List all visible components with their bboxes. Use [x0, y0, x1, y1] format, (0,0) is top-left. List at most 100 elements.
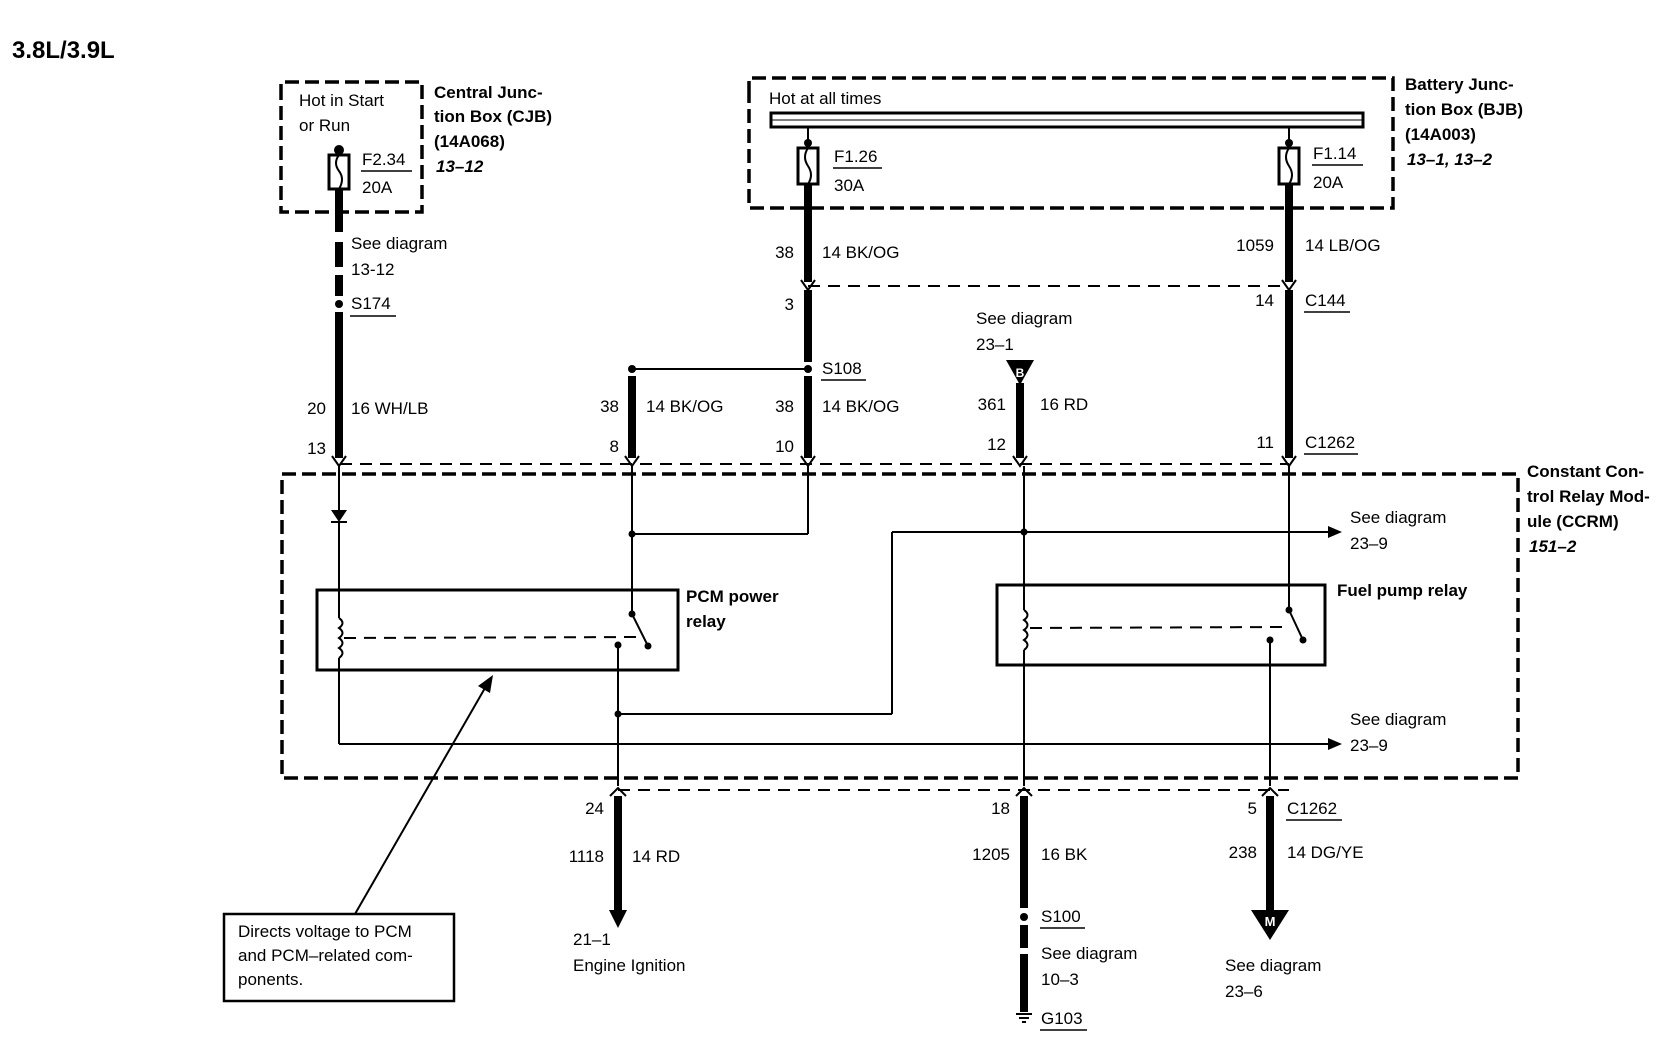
arrow-right-icon — [1328, 738, 1342, 750]
bjb-part: (14A003) — [1405, 125, 1476, 144]
wire-gauge: 14 BK/OG — [646, 397, 723, 416]
circuit-number: 38 — [775, 397, 794, 416]
circuit-number: 1059 — [1236, 236, 1274, 255]
circuit-number: 20 — [307, 399, 326, 418]
destination-label: Engine Ignition — [573, 956, 685, 975]
circuit-38-branch: 38 14 BK/OG 8 — [600, 365, 808, 468]
diagram-title: 3.8L/3.9L — [12, 37, 115, 64]
ccrm-boundary — [280, 472, 1520, 780]
wire-gauge: 14 BK/OG — [822, 397, 899, 416]
fuse-f1-14-rating: 20A — [1313, 173, 1344, 192]
see-diagram-ref: 10–3 — [1041, 970, 1079, 989]
circuit-number: 238 — [1229, 843, 1257, 862]
see-diagram-label: See diagram — [1350, 710, 1446, 729]
bjb-note: Hot at all times — [769, 89, 881, 108]
pin-number: 8 — [610, 437, 619, 456]
pin-number: 14 — [1255, 291, 1274, 310]
see-diagram-ref: 23–6 — [1225, 982, 1263, 1001]
see-diagram-label: See diagram — [1350, 508, 1446, 527]
connector-c1262: C1262 — [1287, 799, 1337, 818]
circuit-number: 361 — [978, 395, 1006, 414]
see-diagram-label: See diagram — [351, 234, 447, 253]
bjb-ref: 13–1, 13–2 — [1407, 150, 1493, 169]
pin-number: 12 — [987, 435, 1006, 454]
destination-ref: 21–1 — [573, 930, 611, 949]
fuse-f1-26-rating: 30A — [834, 176, 865, 195]
fuel-pump-relay-coil-icon — [1022, 609, 1029, 651]
cjb-ref: 13–12 — [436, 157, 484, 176]
marker-b-label: B — [1016, 366, 1025, 380]
pcm-relay-label2: relay — [686, 612, 726, 631]
circuit-number: 1118 — [569, 847, 604, 866]
wire-gauge: 14 RD — [632, 847, 680, 866]
circuit-1059: 1059 14 LB/OG 14 C144 11 C1262 — [1236, 184, 1381, 468]
pin-number: 10 — [775, 437, 794, 456]
pin-number: 18 — [991, 799, 1010, 818]
cjb-note2: or Run — [299, 116, 350, 135]
splice-s174: S174 — [351, 294, 391, 313]
diode-icon — [331, 510, 347, 522]
circuit-1118: 24 1118 14 RD 21–1 Engine Ignition — [569, 786, 685, 975]
pin-number: 11 — [1256, 433, 1274, 452]
connector-m-marker-icon — [1251, 910, 1289, 940]
splice-s174-dot — [335, 300, 343, 308]
central-junction-box: Hot in Start or Run Central Junc- tion B… — [279, 80, 552, 214]
fuel-pump-relay — [995, 583, 1327, 667]
ccrm-name: Constant Con- — [1527, 462, 1644, 481]
see-diagram-label: See diagram — [1225, 956, 1321, 975]
wire-gauge: 16 WH/LB — [351, 399, 428, 418]
cjb-name: Central Junc- — [434, 83, 543, 102]
circuit-20: See diagram 13-12 S174 20 16 WH/LB 13 — [307, 189, 447, 468]
splice-s100-dot — [1020, 913, 1028, 921]
bjb-name2: tion Box (BJB) — [1405, 100, 1523, 119]
pcm-power-relay — [315, 588, 680, 672]
cjb-name2: tion Box (CJB) — [434, 107, 552, 126]
pcm-relay-switch-icon — [631, 613, 649, 647]
bjb-name: Battery Junc- — [1405, 75, 1514, 94]
see-diagram-label: See diagram — [1041, 944, 1137, 963]
connector-b-marker-icon — [1006, 360, 1034, 385]
marker-m-label: M — [1265, 914, 1276, 929]
ground-g103: G103 — [1041, 1009, 1083, 1028]
ccrm-internal-wiring: PCM power relay Fuel pump relay See diag… — [315, 466, 1468, 786]
wire-gauge: 14 DG/YE — [1287, 843, 1364, 862]
connector-c1262: C1262 — [1305, 433, 1355, 452]
wire-gauge: 16 RD — [1040, 395, 1088, 414]
cjb-part: (14A068) — [434, 132, 505, 151]
battery-junction-box: Hot at all times Battery Junc- tion Box … — [747, 75, 1523, 210]
callout-line2: and PCM–related com- — [238, 946, 413, 965]
circuit-number: 38 — [775, 243, 794, 262]
pcm-relay-label: PCM power — [686, 587, 779, 606]
pcm-relay-coil-icon — [337, 617, 344, 659]
pin-number: 3 — [785, 295, 794, 314]
wire-gauge: 16 BK — [1041, 845, 1088, 864]
circuit-238: M 5 C1262 238 14 DG/YE See diagram 23–6 — [1225, 786, 1364, 1001]
wire-gauge: 14 BK/OG — [822, 243, 899, 262]
circuit-38-main: 38 14 BK/OG 3 S108 38 14 BK/OG 10 — [775, 184, 899, 468]
circuit-number: 38 — [600, 397, 619, 416]
splice-s100: S100 — [1041, 907, 1081, 926]
ccrm-ref: 151–2 — [1529, 537, 1577, 556]
bjb-boundary — [747, 76, 1395, 210]
circuit-361: See diagram 23–1 B 361 16 RD 12 — [976, 309, 1088, 468]
ccrm-module: Constant Con- trol Relay Mod- ule (CCRM)… — [280, 462, 1650, 780]
arrow-down-icon — [609, 910, 627, 928]
pin-number: 5 — [1248, 799, 1257, 818]
see-diagram-ref: 13-12 — [351, 260, 394, 279]
callout-arrow-icon — [478, 675, 493, 693]
wire-gauge: 14 LB/OG — [1305, 236, 1381, 255]
callout-line1: Directs voltage to PCM — [238, 922, 412, 941]
ccrm-name3: ule (CCRM) — [1527, 512, 1619, 531]
see-diagram-ref: 23–9 — [1350, 736, 1388, 755]
pin-number: 13 — [307, 439, 326, 458]
circuit-1205: 18 1205 16 BK S100 See diagram 10–3 G103 — [972, 786, 1137, 1031]
see-diagram-ref: 23–1 — [976, 335, 1014, 354]
cjb-boundary — [279, 80, 424, 214]
circuit-number: 1205 — [972, 845, 1010, 864]
callout-line3: ponents. — [238, 970, 303, 989]
see-diagram-ref: 23–9 — [1350, 534, 1388, 553]
fuel-pump-relay-label: Fuel pump relay — [1337, 581, 1468, 600]
cjb-note: Hot in Start — [299, 91, 384, 110]
fuse-f2-34: F2.34 — [362, 150, 405, 169]
